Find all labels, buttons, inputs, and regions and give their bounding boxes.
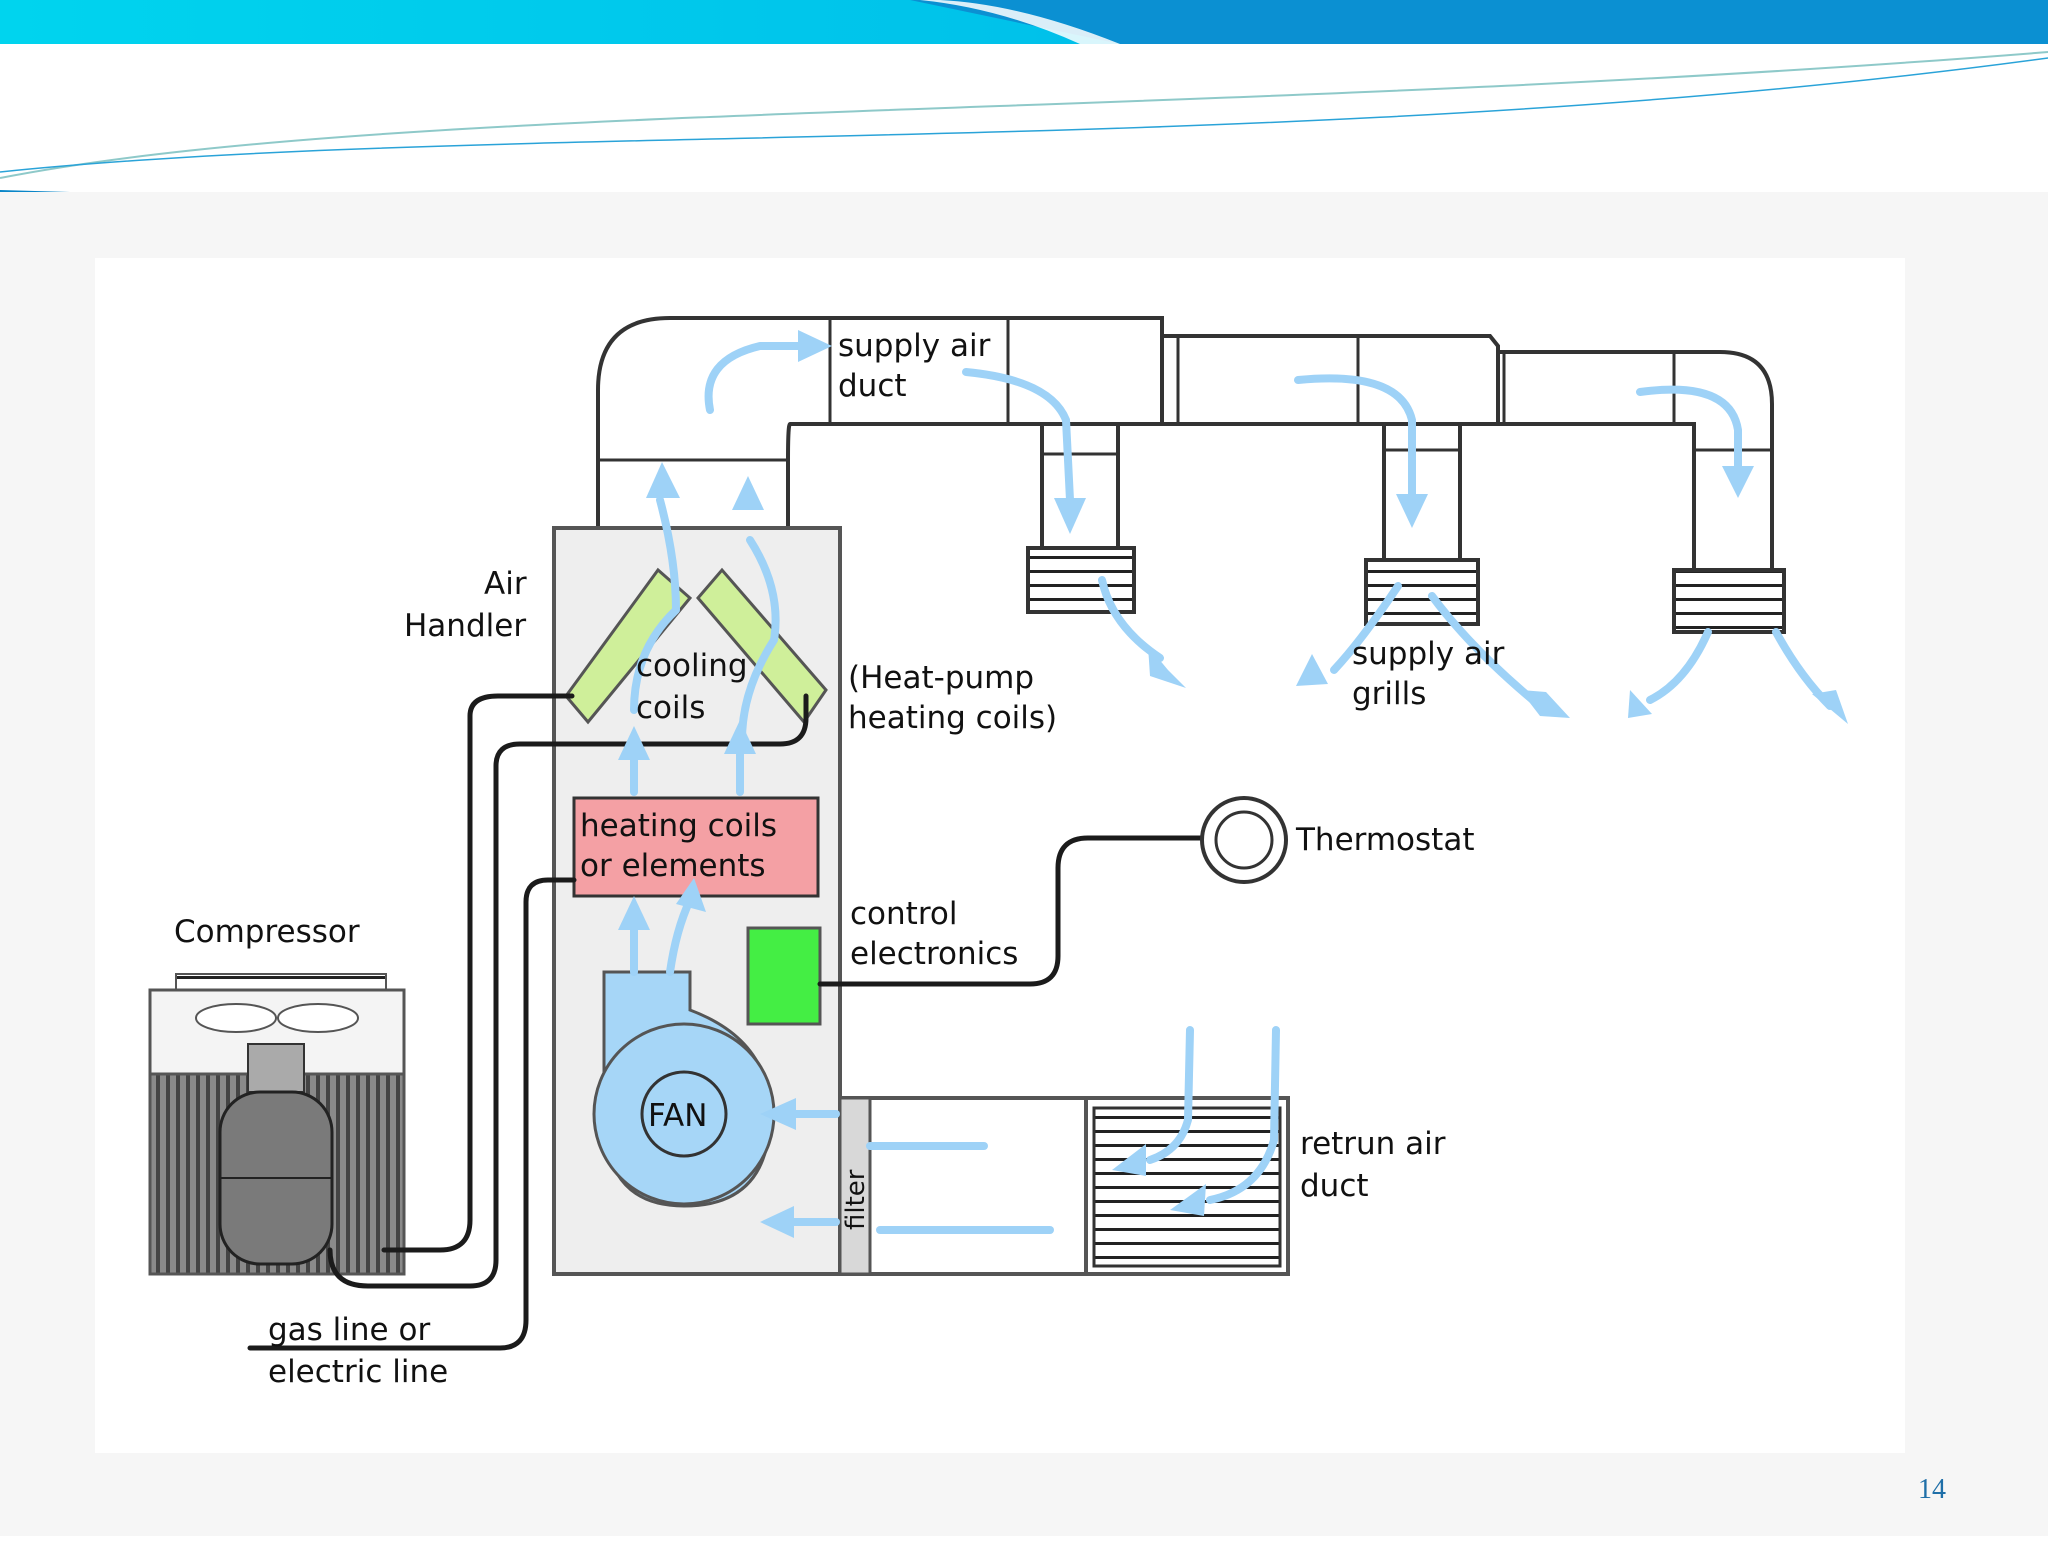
label-return-duct-1: retrun air [1300,1126,1446,1162]
label-air-handler-1: Air [484,566,527,602]
label-thermostat: Thermostat [1295,822,1474,858]
label-control-1: control [850,896,957,932]
heating-coils [572,796,820,898]
airflow-arrows [618,330,1848,1238]
label-return-duct-2: duct [1300,1168,1369,1204]
page-number: 14 [1918,1474,1946,1505]
label-control-2: electronics [850,936,1018,972]
control-electronics-box [746,926,822,1026]
label-filter: filter [841,1169,871,1230]
label-supply-grills-2: grills [1352,676,1426,712]
fan [592,970,776,1208]
compressor-unit [148,973,406,1276]
connection-lines [247,693,1215,1351]
label-supply-air-duct-2: duct [838,368,907,404]
label-heating-coils-1: heating coils [580,808,777,844]
label-fan: FAN [648,1098,707,1134]
label-heat-pump-1: (Heat-pump [848,660,1034,696]
filter [838,1096,872,1276]
label-heating-coils-2: or elements [580,848,766,884]
label-supply-air-duct-1: supply air [838,328,991,364]
label-cooling-coils-1: cooling [636,648,748,684]
return-air-duct [838,1096,1290,1276]
label-gas-line-2: electric line [268,1354,448,1390]
title-banner [0,0,2048,225]
label-heat-pump-2: heating coils) [848,700,1057,736]
label-gas-line-1: gas line or [268,1312,430,1348]
supply-air-duct [596,316,1786,634]
label-cooling-coils-2: coils [636,690,705,726]
label-supply-grills-1: supply air [1352,636,1505,672]
cooling-coils [564,567,828,725]
thermostat [1200,796,1288,884]
label-compressor: Compressor [174,914,360,950]
label-air-handler-2: Handler [404,608,526,644]
